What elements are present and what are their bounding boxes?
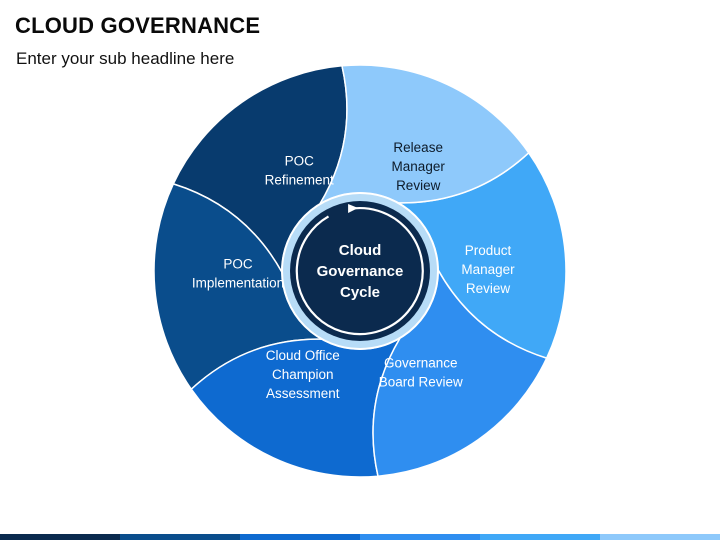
page-title: CLOUD GOVERNANCE (15, 13, 261, 38)
footer-stripe (360, 534, 480, 540)
footer-stripe (0, 534, 120, 540)
segment-release-manager-review (319, 64, 530, 205)
page-subtitle: Enter your sub headline here (16, 49, 235, 68)
cycle-arrow-arc (295, 207, 424, 336)
footer-stripe (480, 534, 600, 540)
footer-color-bar (0, 534, 720, 540)
cycle-arrow-head-icon (348, 204, 359, 213)
center-hub (290, 201, 430, 341)
footer-stripe (120, 534, 240, 540)
footer-stripe (600, 534, 720, 540)
footer-stripe (240, 534, 360, 540)
